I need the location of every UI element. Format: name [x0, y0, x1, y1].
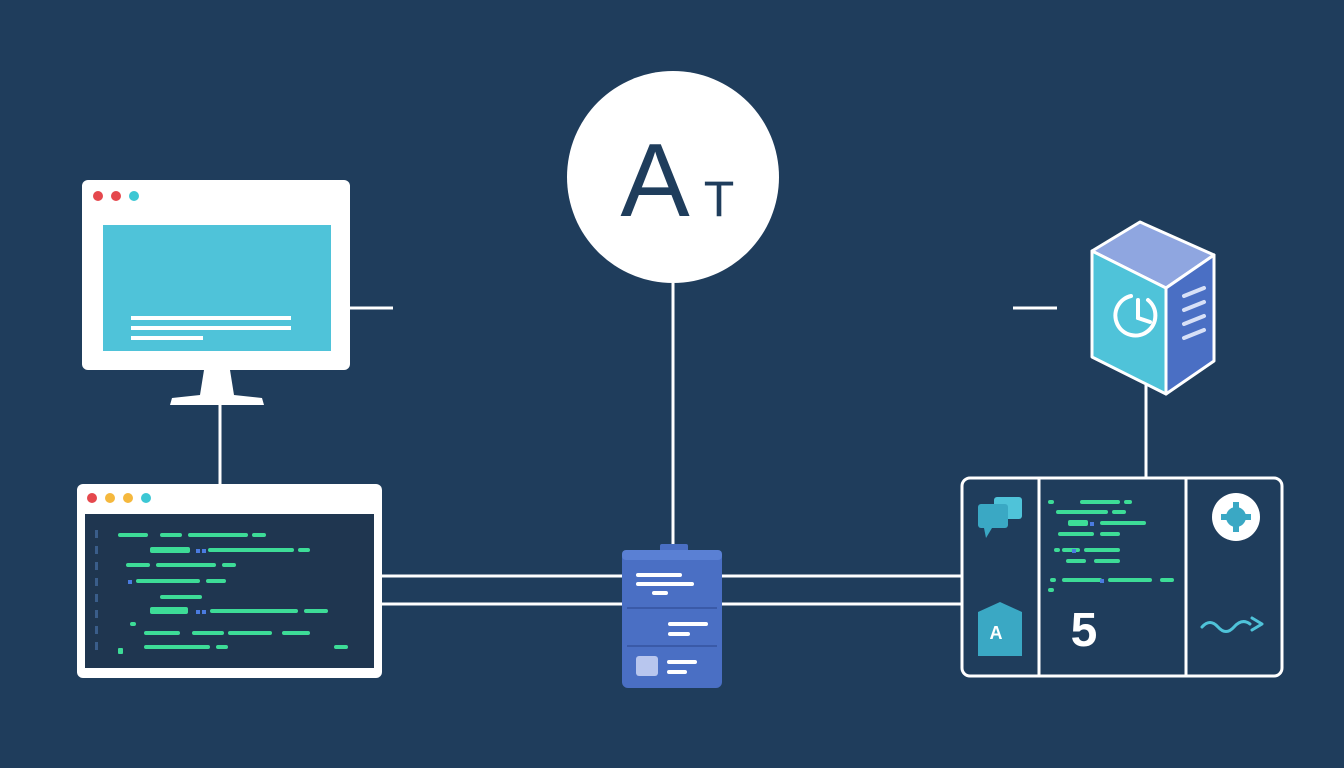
- code-lines: [118, 533, 348, 654]
- ai-circle-icon: A T: [567, 71, 779, 283]
- wave-arrow-icon: [1200, 616, 1264, 633]
- window-dot-cyan: [129, 191, 139, 201]
- server-cube-icon: [1090, 220, 1216, 396]
- server-vents: [1182, 286, 1206, 340]
- connector-lines: [218, 283, 1148, 606]
- window-dot-yellow-2: [123, 493, 133, 503]
- code-area: [85, 514, 374, 668]
- monitor-stand: [170, 370, 264, 405]
- code-editor-window-icon: [77, 484, 382, 678]
- window-dot-yellow: [105, 493, 115, 503]
- document-thumbnail: [636, 656, 658, 676]
- code-accent-dots: [128, 549, 206, 614]
- window-dot-red-2: [111, 191, 121, 201]
- screen-text-line: [131, 336, 203, 340]
- ai-letter-small: T: [704, 171, 735, 227]
- panel-code-accents: [1072, 522, 1104, 583]
- chat-bubbles-icon: [978, 497, 1022, 538]
- document-text-lines: [636, 573, 708, 674]
- editor-panel: A: [960, 476, 1284, 678]
- document-top-strip: [622, 550, 722, 560]
- monitor-screen: [103, 225, 331, 351]
- ai-letter-big: A: [620, 123, 690, 239]
- line-gutter: [95, 530, 98, 650]
- power-symbol-icon: [1113, 294, 1158, 338]
- a-badge-icon: A: [978, 602, 1022, 656]
- monitor-icon: [82, 180, 350, 405]
- window-dot-red: [93, 191, 103, 201]
- window-dot-red: [87, 493, 97, 503]
- panel-code-lines: [1048, 500, 1174, 592]
- gear-badge-icon: [1212, 493, 1260, 541]
- logo-glyph: 5: [1071, 604, 1098, 657]
- window-dot-cyan: [141, 493, 151, 503]
- a-badge-letter: A: [990, 623, 1003, 643]
- document-server-icon: [622, 544, 722, 688]
- screen-text-line: [131, 316, 291, 320]
- screen-text-line: [131, 326, 291, 330]
